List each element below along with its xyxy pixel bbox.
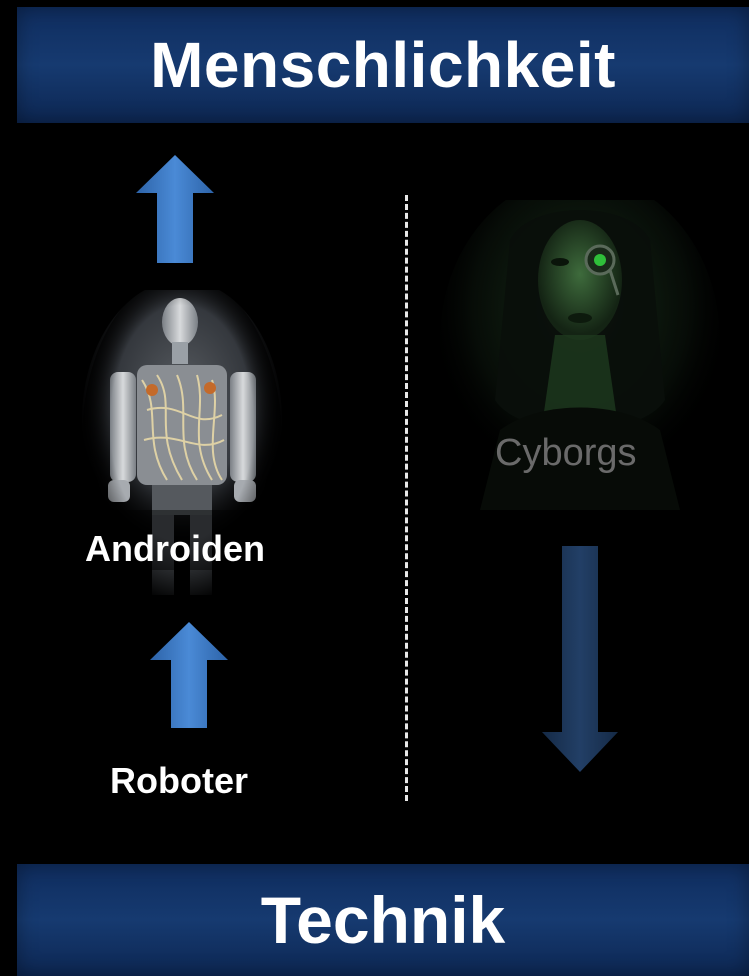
arrow-down-icon: [542, 546, 618, 772]
label-androiden: Androiden: [85, 528, 265, 569]
title-technik: Technik: [260, 883, 506, 957]
android-robot-image: [82, 290, 282, 605]
title-menschlichkeit: Menschlichkeit: [150, 29, 616, 101]
label-roboter: Roboter: [110, 760, 248, 801]
banner-technik: Technik: [17, 864, 749, 976]
cyborg-woman-image: [440, 200, 720, 510]
divider-line: [405, 195, 408, 801]
banner-menschlichkeit: Menschlichkeit: [17, 7, 749, 123]
label-cyborgs: Cyborgs: [495, 432, 637, 474]
arrow-up-bottom-icon: [150, 622, 228, 728]
arrow-up-top-icon: [136, 155, 214, 263]
